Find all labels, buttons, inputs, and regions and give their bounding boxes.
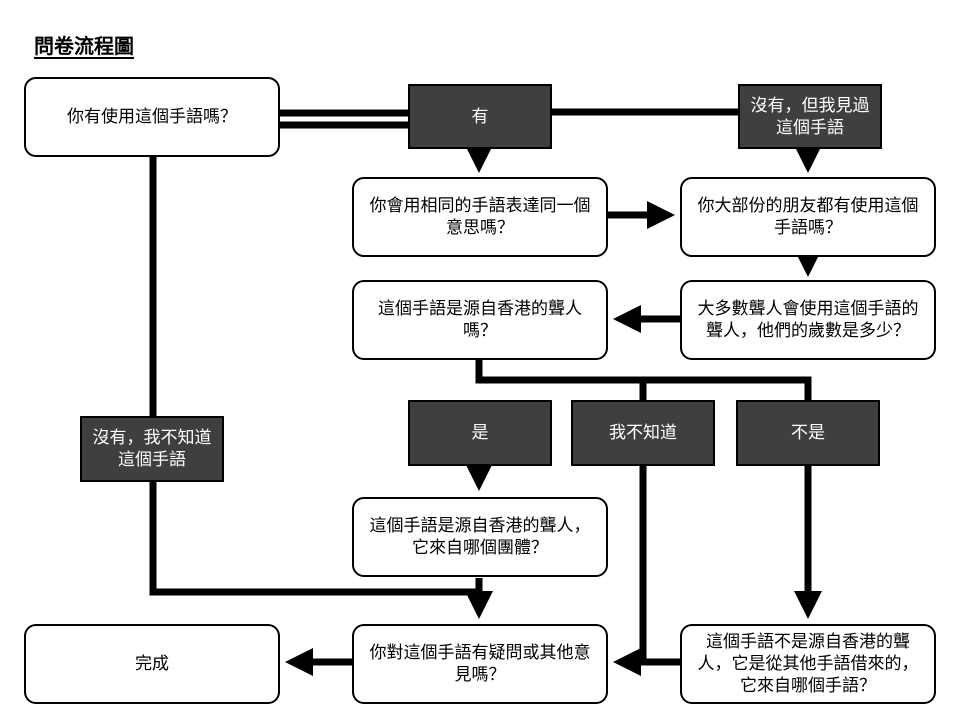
answer-no-but-seen: 沒有，但我見過這個手語 [738,84,882,149]
answer-yes-text: 有 [471,106,489,127]
arrow-unknown-to-doubt [149,482,493,619]
answer-no-unknown-text: 沒有，我不知道這個手語 [92,428,212,470]
node-borrowed-text: 這個手語不是源自香港的聾人，它是從其他手語借來的，它來自哪個手語？ [697,632,919,696]
node-doubt-text: 你對這個手語有疑問或其他意見嗎？ [369,643,591,685]
node-group-text: 這個手語是源自香港的聾人，它來自哪個團體？ [369,516,591,558]
node-friends-text: 你大部份的朋友都有使用這個手語嗎？ [697,196,919,238]
node-source-text: 這個手語是源自香港的聾人嗎？ [378,299,582,341]
node-use-question: 你有使用這個手語嗎？ [24,77,280,157]
answer-yes: 有 [408,84,552,149]
answer-dont-know: 我不知道 [571,400,715,466]
answer-is: 是 [408,400,552,466]
node-group-question: 這個手語是源自香港的聾人，它來自哪個團體？ [352,497,608,577]
node-same-meaning-question: 你會用相同的手語表達同一個意思嗎？ [352,177,608,257]
node-done: 完成 [24,624,280,704]
node-age-question: 大多數聾人會使用這個手語的聾人，他們的歲數是多少？ [680,280,936,360]
page-title: 問卷流程圖 [34,34,134,58]
answer-is-text: 是 [471,423,489,443]
node-use-question-text: 你有使用這個手語嗎？ [67,107,237,127]
answer-no-but-seen-text: 沒有，但我見過這個手語 [750,95,870,138]
answer-is-not-text: 不是 [791,423,825,443]
node-doubt-question: 你對這個手語有疑問或其他意見嗎？ [352,624,608,704]
answer-no-unknown: 沒有，我不知道這個手語 [80,416,224,482]
answer-is-not: 不是 [736,400,880,466]
answer-dont-know-text: 我不知道 [609,423,677,443]
node-borrowed-question: 這個手語不是源自香港的聾人，它是從其他手語借來的，它來自哪個手語？ [680,624,936,704]
node-age-text: 大多數聾人會使用這個手語的聾人，他們的歲數是多少？ [697,299,919,341]
node-friends-question: 你大部份的朋友都有使用這個手語嗎？ [680,177,936,257]
node-source-question: 這個手語是源自香港的聾人嗎？ [352,280,608,360]
node-same-meaning-text: 你會用相同的手語表達同一個意思嗎？ [369,196,591,238]
arrow-dontknow-to-doubt [613,466,647,676]
node-done-text: 完成 [135,654,169,674]
